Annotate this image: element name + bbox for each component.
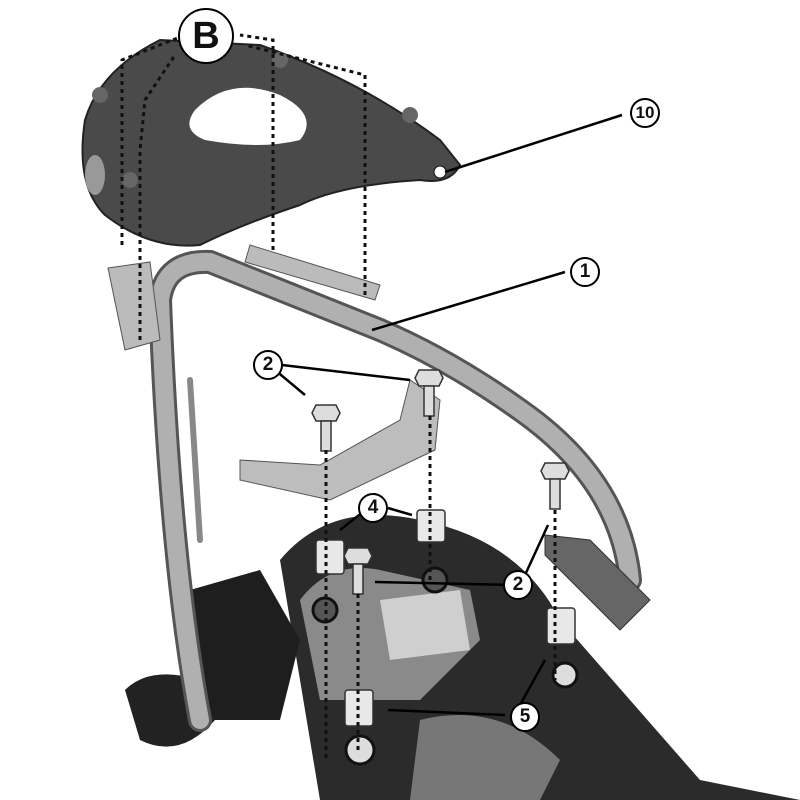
callout-b: B xyxy=(178,8,234,64)
assembly-lines xyxy=(120,33,557,760)
rack-frame xyxy=(147,249,642,732)
base-plate xyxy=(81,38,462,247)
callout-1: 1 xyxy=(570,257,600,287)
brackets xyxy=(107,244,651,631)
callout-5: 5 xyxy=(510,702,540,732)
callout-2-lower: 2 xyxy=(503,570,533,600)
callout-4: 4 xyxy=(358,493,388,523)
motorcycle-tail xyxy=(125,515,800,800)
leader-lines xyxy=(274,113,623,717)
bolts xyxy=(311,369,570,595)
callout-2-upper: 2 xyxy=(253,350,283,380)
callout-10: 10 xyxy=(630,98,660,128)
